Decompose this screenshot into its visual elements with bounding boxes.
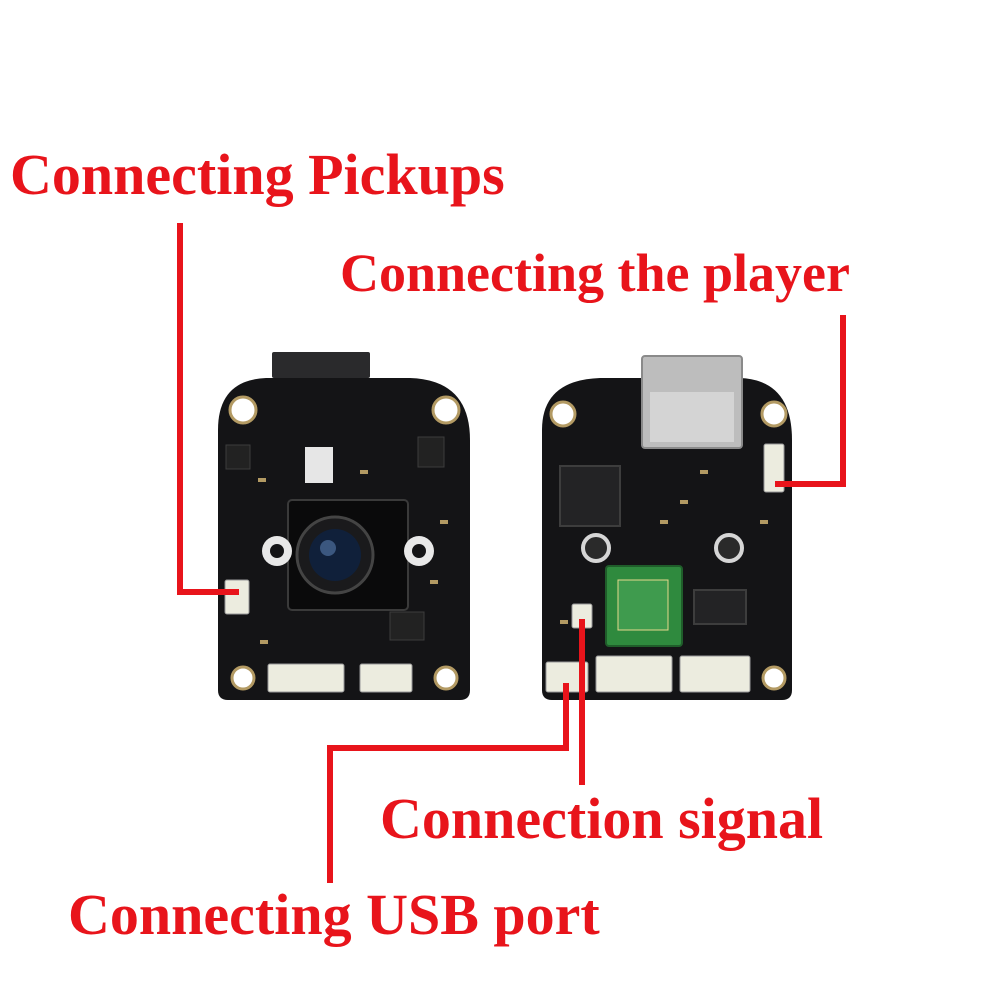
player-leader [775,315,846,487]
front-camera-board [218,352,470,700]
usb-leader [327,683,569,883]
leader-lines [177,223,846,883]
back-processor-board [542,355,792,700]
annotation-player: Connecting the player [340,243,850,303]
annotation-signal: Connection signal [380,786,824,851]
annotation-usb: Connecting USB port [68,882,600,947]
pickups-leader [177,223,239,595]
annotation-pickups: Connecting Pickups [10,142,505,207]
